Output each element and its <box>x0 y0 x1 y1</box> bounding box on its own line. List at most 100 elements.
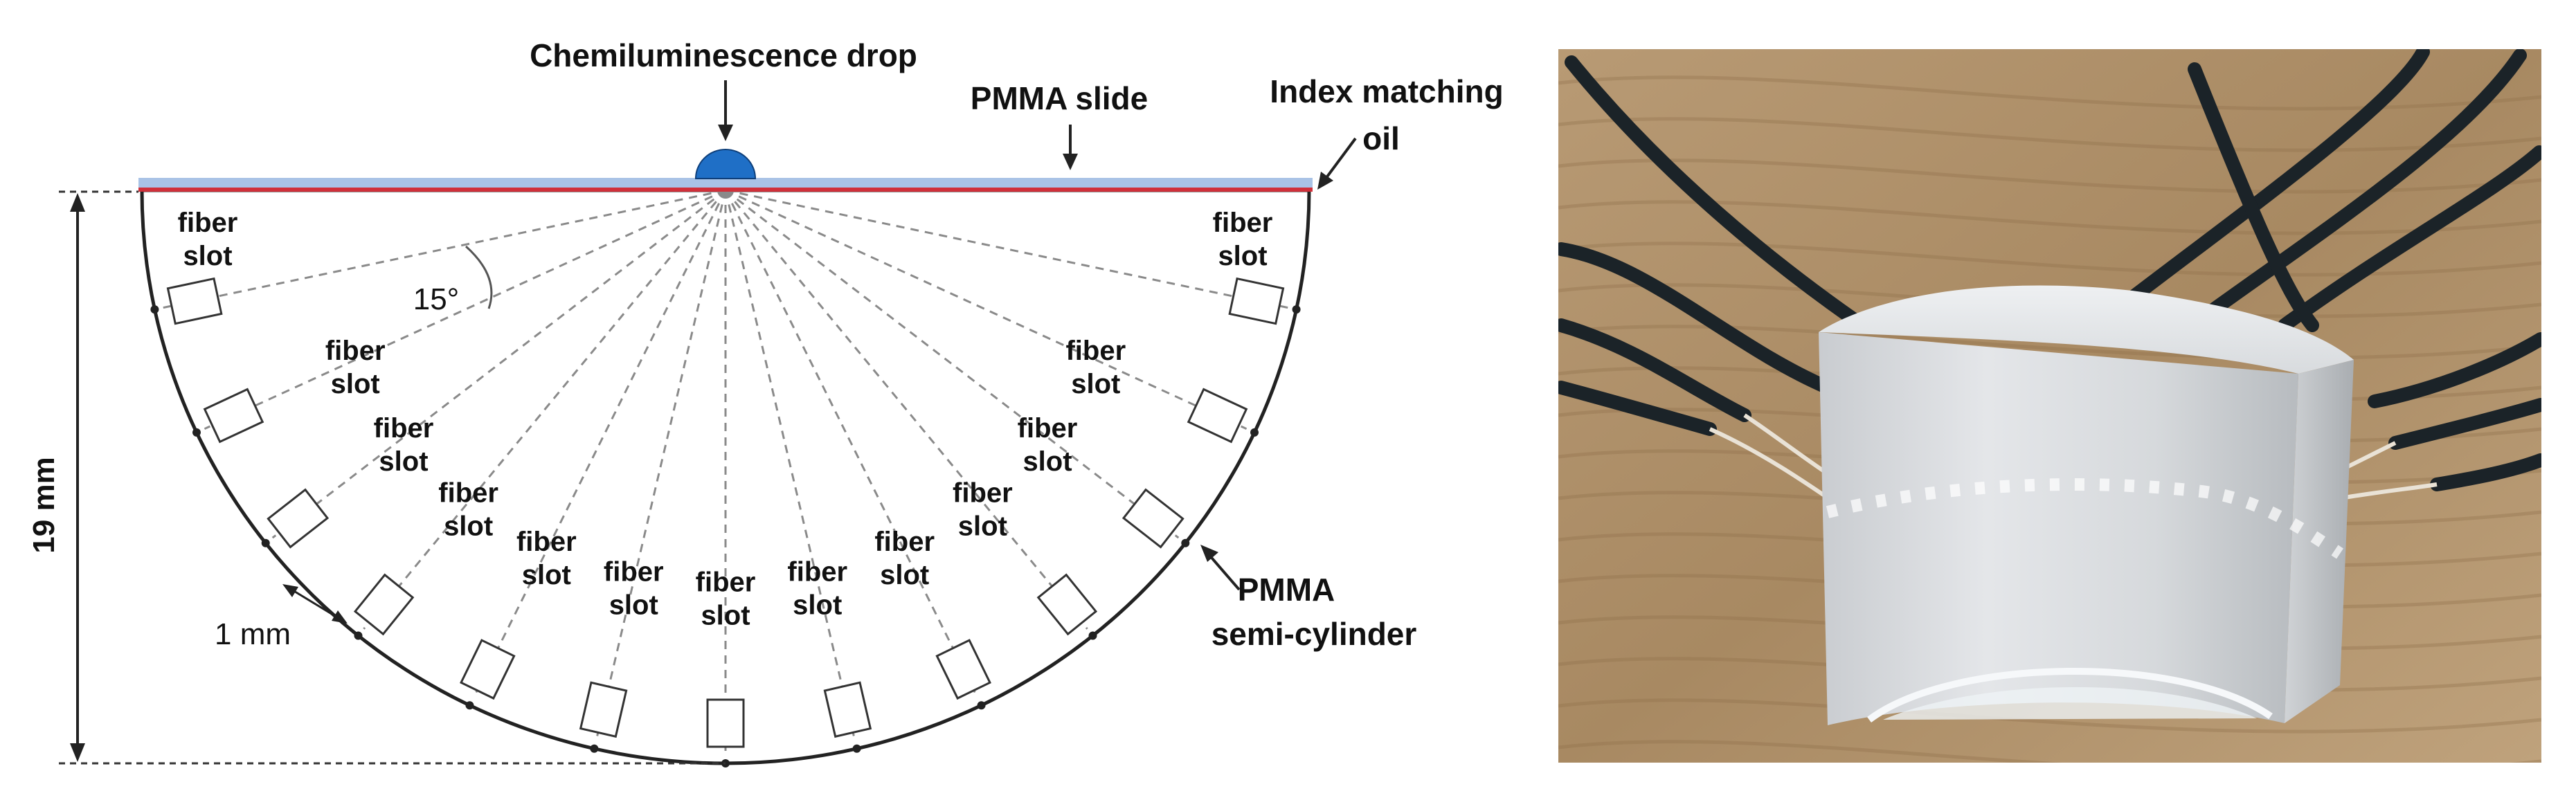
semi-cylinder-outline <box>140 188 1311 765</box>
semi-cylinder-arrow-icon <box>1200 545 1218 562</box>
light-ray <box>363 190 727 630</box>
fiber-cables <box>1558 49 2541 491</box>
fiber-slot-marker <box>261 538 270 547</box>
fiber-slot <box>1228 277 1285 325</box>
index-matching-oil-layer <box>138 188 1313 192</box>
light-rays <box>163 189 1288 755</box>
oil-arrow-icon <box>1317 172 1333 190</box>
fiber-slot <box>706 698 745 748</box>
fiber-slot-label-line1: fiber <box>604 557 664 588</box>
fiber-slot-box <box>166 277 223 325</box>
fiber-slot-label-line1: fiber <box>516 527 577 557</box>
block-bottom-curve <box>1867 668 2273 723</box>
fiber-slot-label-line1: fiber <box>438 478 498 508</box>
height-label: 19 mm <box>27 457 61 553</box>
oil-label-line1: Index matching <box>1270 73 1503 109</box>
fiber-slot-label-line1: fiber <box>1018 413 1078 444</box>
drop-arrow-icon <box>718 125 733 141</box>
fiber-slot-marker <box>150 305 159 314</box>
fiber-slot-box <box>1122 488 1185 549</box>
fiber-slot-marker <box>852 744 861 753</box>
fiber-slot-label-line1: fiber <box>1213 208 1273 238</box>
gap-label: 1 mm <box>215 617 291 651</box>
wood-grain-line <box>1558 117 2541 152</box>
fiber-slot <box>460 639 516 700</box>
fiber-slot <box>166 277 223 325</box>
fiber-slot-label-line1: fiber <box>953 478 1013 508</box>
oil-label-line2: oil <box>1362 120 1400 156</box>
light-ray <box>725 189 1180 539</box>
slide-arrow-icon <box>1063 154 1078 170</box>
fiber-slot-marker <box>465 701 474 710</box>
drop-label: Chemiluminescence drop <box>530 37 917 73</box>
fiber-slot-box <box>203 388 264 444</box>
fiber-slot-box <box>1187 388 1248 444</box>
fiber-slot-marker <box>977 701 986 710</box>
fiber-slot <box>203 388 264 444</box>
chemiluminescence-drop <box>694 149 757 179</box>
fiber-slot-label-line1: fiber <box>374 413 434 444</box>
fiber-slot-labels: fiberslotfiberslotfiberslotfiberslotfibe… <box>178 208 1273 631</box>
pmma-slide <box>138 178 1313 188</box>
semi-cylinder-label-line1: PMMA <box>1238 572 1335 608</box>
photo-of-pmma-semi-cylinder <box>1558 49 2541 763</box>
slide-label: PMMA slide <box>971 80 1148 116</box>
fiber-slot-marker <box>1181 538 1190 547</box>
fiber-slot-box <box>1228 277 1285 325</box>
semi-cylinder-label-line2: semi-cylinder <box>1212 616 1417 652</box>
fiber-slot <box>267 488 330 549</box>
fiber-slot <box>1187 388 1248 444</box>
semi-cylinder-arrow-line <box>1207 552 1241 591</box>
fiber-slot-box <box>1036 573 1098 636</box>
fiber-slot-box <box>579 681 628 738</box>
fiber-slot-label-line2: slot <box>444 511 493 541</box>
gap-arrow-start-icon <box>282 584 298 597</box>
fiber-slot-label-line2: slot <box>522 560 571 590</box>
oil-arrow-line <box>1322 137 1357 183</box>
fiber-slot-label-line1: fiber <box>787 557 847 588</box>
fiber-slot-label-line2: slot <box>1218 241 1267 271</box>
fiber-slot-box <box>935 639 991 700</box>
fiber-slot-label-line2: slot <box>1071 369 1120 399</box>
fiber-slot-box <box>267 488 330 549</box>
fiber-slot-marker <box>590 744 599 753</box>
wood-grain-line <box>1558 200 2541 235</box>
fiber-slot <box>935 639 991 700</box>
height-arrow-up-icon <box>70 193 85 212</box>
fiber-slot-label-line2: slot <box>958 511 1007 541</box>
light-ray <box>595 190 727 741</box>
fiber-slot-box <box>823 681 872 738</box>
light-ray <box>271 189 726 539</box>
fiber-slot <box>823 681 872 738</box>
fiber-slot-label-line2: slot <box>379 446 428 477</box>
light-ray <box>724 190 979 698</box>
wood-grain-line <box>1558 325 2541 360</box>
light-ray <box>204 189 726 430</box>
height-arrow-down-icon <box>70 743 85 762</box>
fiber-slot <box>1036 573 1098 636</box>
light-ray <box>724 190 1088 630</box>
fiber-slot-label-line2: slot <box>331 369 380 399</box>
fiber-slots <box>150 277 1301 767</box>
fiber-slot-label-line2: slot <box>880 560 929 590</box>
angle-arc <box>465 245 493 309</box>
block-top-face <box>1819 285 2354 374</box>
wood-grain-line <box>1558 740 2541 763</box>
fiber-slot-marker <box>1292 305 1301 314</box>
fiber-slot <box>353 573 415 636</box>
light-ray <box>725 189 1248 430</box>
fiber-slot <box>1122 488 1185 549</box>
fiber-slot-box <box>706 698 745 748</box>
fiber-slot-label-line1: fiber <box>874 527 935 557</box>
light-ray <box>724 190 856 741</box>
fiber-slot-label-line2: slot <box>609 590 658 621</box>
fiber-slot-box <box>353 573 415 636</box>
gap-arrow-line <box>289 587 341 621</box>
light-ray <box>472 190 727 698</box>
fiber-slot-label-line2: slot <box>793 590 842 621</box>
schematic-diagram: 19 mm Chemiluminescence drop PMMA slide … <box>27 37 1504 767</box>
fiber-slot-marker <box>1250 428 1259 437</box>
fiber-slot-label-line1: fiber <box>1065 336 1126 366</box>
fiber-slot-label-line1: fiber <box>178 208 238 238</box>
